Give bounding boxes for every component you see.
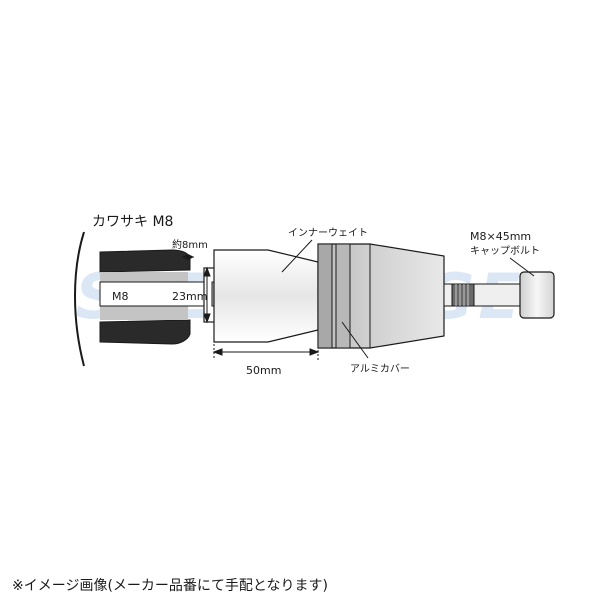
inner-weight-label: インナーウェイト (288, 227, 368, 239)
aluminum-cover-label: アルミカバー (350, 363, 410, 375)
disclaimer-caption: ※イメージ画像(メーカー品番にて手配となります) (12, 578, 328, 594)
weight-length-label: 50mm (246, 364, 281, 377)
bolt-spec-label: M8×45mm (470, 230, 531, 243)
leader-lines (281, 239, 535, 359)
inner-weight (213, 249, 319, 343)
depth-dimension (203, 266, 211, 324)
approx-depth-arrow (182, 254, 194, 260)
brand-thread-label: カワサキ M8 (92, 214, 173, 230)
cap-bolt-label: キャップボルト (470, 245, 540, 257)
length-dimension (212, 344, 320, 360)
approx-depth-label: 約8mm (172, 238, 208, 251)
handlebar (74, 231, 235, 367)
thread-depth-label: 23mm (172, 290, 207, 303)
aluminum-cover (317, 243, 445, 349)
cap-bolt (443, 271, 555, 319)
thread-m8-label: M8 (112, 290, 129, 303)
